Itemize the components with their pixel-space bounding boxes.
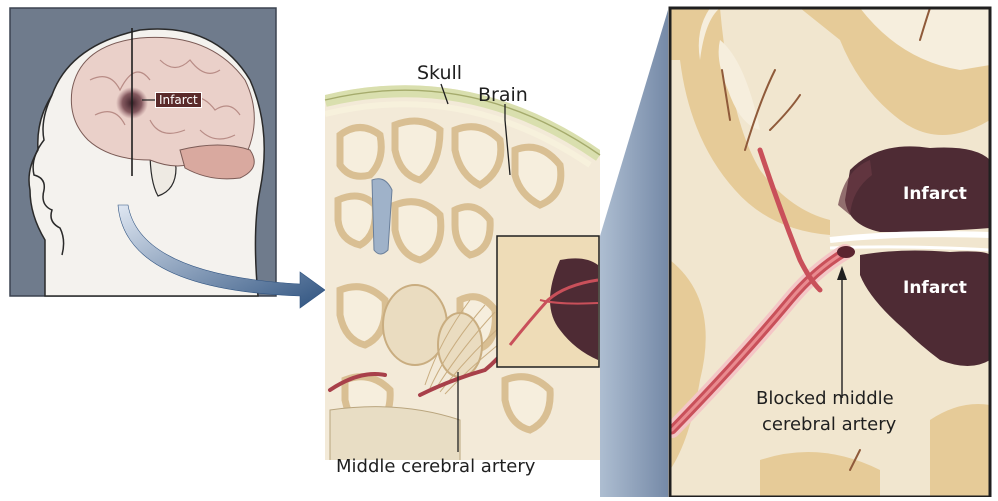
middle-cerebral-artery-label: Middle cerebral artery [336, 456, 535, 477]
brain-label: Brain [478, 84, 528, 106]
infarct-upper-label: Infarct [903, 184, 967, 204]
blocked-artery-label-line2: cerebral artery [762, 414, 896, 435]
skull-label: Skull [417, 62, 462, 84]
zoom-cone [600, 10, 668, 497]
blocked-artery-label-line1: Blocked middle [756, 388, 894, 409]
infarct-lower-label: Infarct [903, 278, 967, 298]
brain-section [320, 60, 605, 470]
head-infarct-label: Infarct [155, 92, 202, 108]
